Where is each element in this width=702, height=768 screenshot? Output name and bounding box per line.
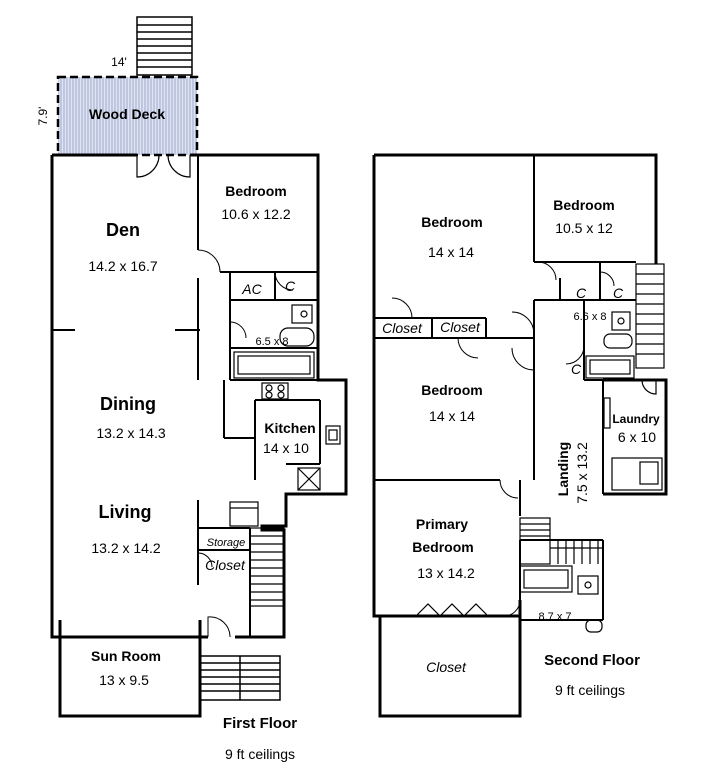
landing-name: Landing (555, 442, 571, 496)
bath-2f-b-dims: 8.7 x 7 (538, 611, 571, 623)
den-name: Den (106, 220, 140, 240)
bedroom-1f-dims: 10.6 x 12.2 (221, 206, 290, 222)
laundry-name: Laundry (612, 412, 660, 426)
primary-bedroom-name-1: Primary (416, 516, 468, 532)
sunroom-name: Sun Room (91, 648, 161, 664)
deck-stairs (136, 16, 193, 76)
second-floor-title: Second Floor (544, 652, 640, 669)
closet-c-2f-a: C (576, 285, 587, 301)
bedroom-2f-b-name: Bedroom (553, 197, 614, 213)
bedroom-1f-name: Bedroom (225, 183, 286, 199)
primary-bedroom-name-2: Bedroom (412, 539, 473, 555)
closet-c-2f-c: C (571, 361, 582, 377)
bedroom-2f-b-dims: 10.5 x 12 (555, 220, 613, 236)
wood-deck (56, 75, 199, 157)
bath-1f-dims: 6.5 x 8 (255, 336, 288, 348)
closet-1f-label: Closet (205, 557, 246, 573)
primary-bedroom-dims: 13 x 14.2 (417, 565, 475, 581)
deck-width-label: 14' (111, 55, 127, 69)
second-floor (372, 153, 668, 718)
kitchen-name: Kitchen (264, 420, 315, 436)
laundry-dims: 6 x 10 (618, 429, 656, 445)
living-name: Living (99, 502, 152, 522)
first-floor (50, 16, 348, 718)
closet-2f-a: Closet (382, 320, 423, 336)
kitchen-dims: 14 x 10 (263, 440, 309, 456)
first-floor-ceilings: 9 ft ceilings (225, 746, 295, 762)
closet-2f-b: Closet (440, 319, 481, 335)
second-floor-ceilings: 9 ft ceilings (555, 682, 625, 698)
living-dims: 13.2 x 14.2 (91, 540, 160, 556)
sunroom-dims: 13 x 9.5 (99, 672, 149, 688)
bedroom-2f-a-dims: 14 x 14 (428, 244, 474, 260)
landing-dims: 7.5 x 13.2 (574, 442, 590, 504)
bedroom-2f-c-name: Bedroom (421, 382, 482, 398)
closet-c-1f-label: C (285, 278, 296, 294)
closet-primary-label: Closet (426, 659, 467, 675)
first-floor-title: First Floor (223, 715, 297, 732)
bedroom-2f-c-dims: 14 x 14 (429, 408, 475, 424)
wood-deck-label: Wood Deck (89, 106, 165, 122)
deck-depth-label: 7.9' (36, 107, 50, 126)
bath-2f-a-dims: 6.6 x 8 (573, 311, 606, 323)
dining-name: Dining (100, 394, 156, 414)
closet-c-2f-b: C (613, 285, 624, 301)
den-dims: 14.2 x 16.7 (88, 258, 157, 274)
dining-dims: 13.2 x 14.3 (96, 425, 165, 441)
bedroom-2f-a-name: Bedroom (421, 214, 482, 230)
storage-label: Storage (207, 537, 246, 549)
ac-closet-label: AC (241, 281, 262, 297)
